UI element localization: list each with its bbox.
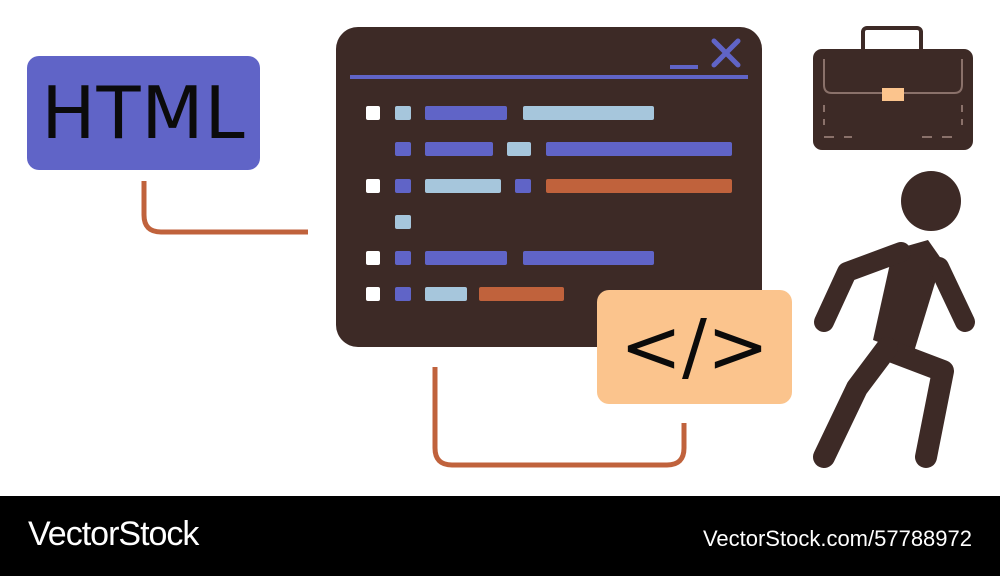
walking-person-icon <box>813 171 975 468</box>
code-window-content <box>350 38 748 301</box>
code-line-6 <box>366 287 564 301</box>
connector-line-tag <box>432 367 687 468</box>
code-tag-text: </> <box>620 304 769 390</box>
minimize-icon <box>670 65 698 69</box>
title-bar-divider <box>350 75 748 79</box>
code-line-1 <box>366 106 654 120</box>
code-line-3 <box>366 179 732 193</box>
html-badge: HTML <box>27 56 260 170</box>
close-icon <box>711 38 741 68</box>
connector-line-html <box>141 181 308 235</box>
html-badge-text: HTML <box>41 71 246 155</box>
briefcase-icon <box>813 26 973 150</box>
code-line-2 <box>395 142 732 156</box>
footer-bar <box>0 496 1000 576</box>
footer-reference: VectorStock.com/57788972 <box>702 526 972 551</box>
code-line-5 <box>366 251 654 265</box>
code-line-4 <box>395 215 411 229</box>
footer-brand: VectorStock <box>28 515 199 553</box>
connector-lines <box>141 181 687 468</box>
code-tag-badge: </> <box>597 290 792 404</box>
code-window <box>336 27 762 347</box>
